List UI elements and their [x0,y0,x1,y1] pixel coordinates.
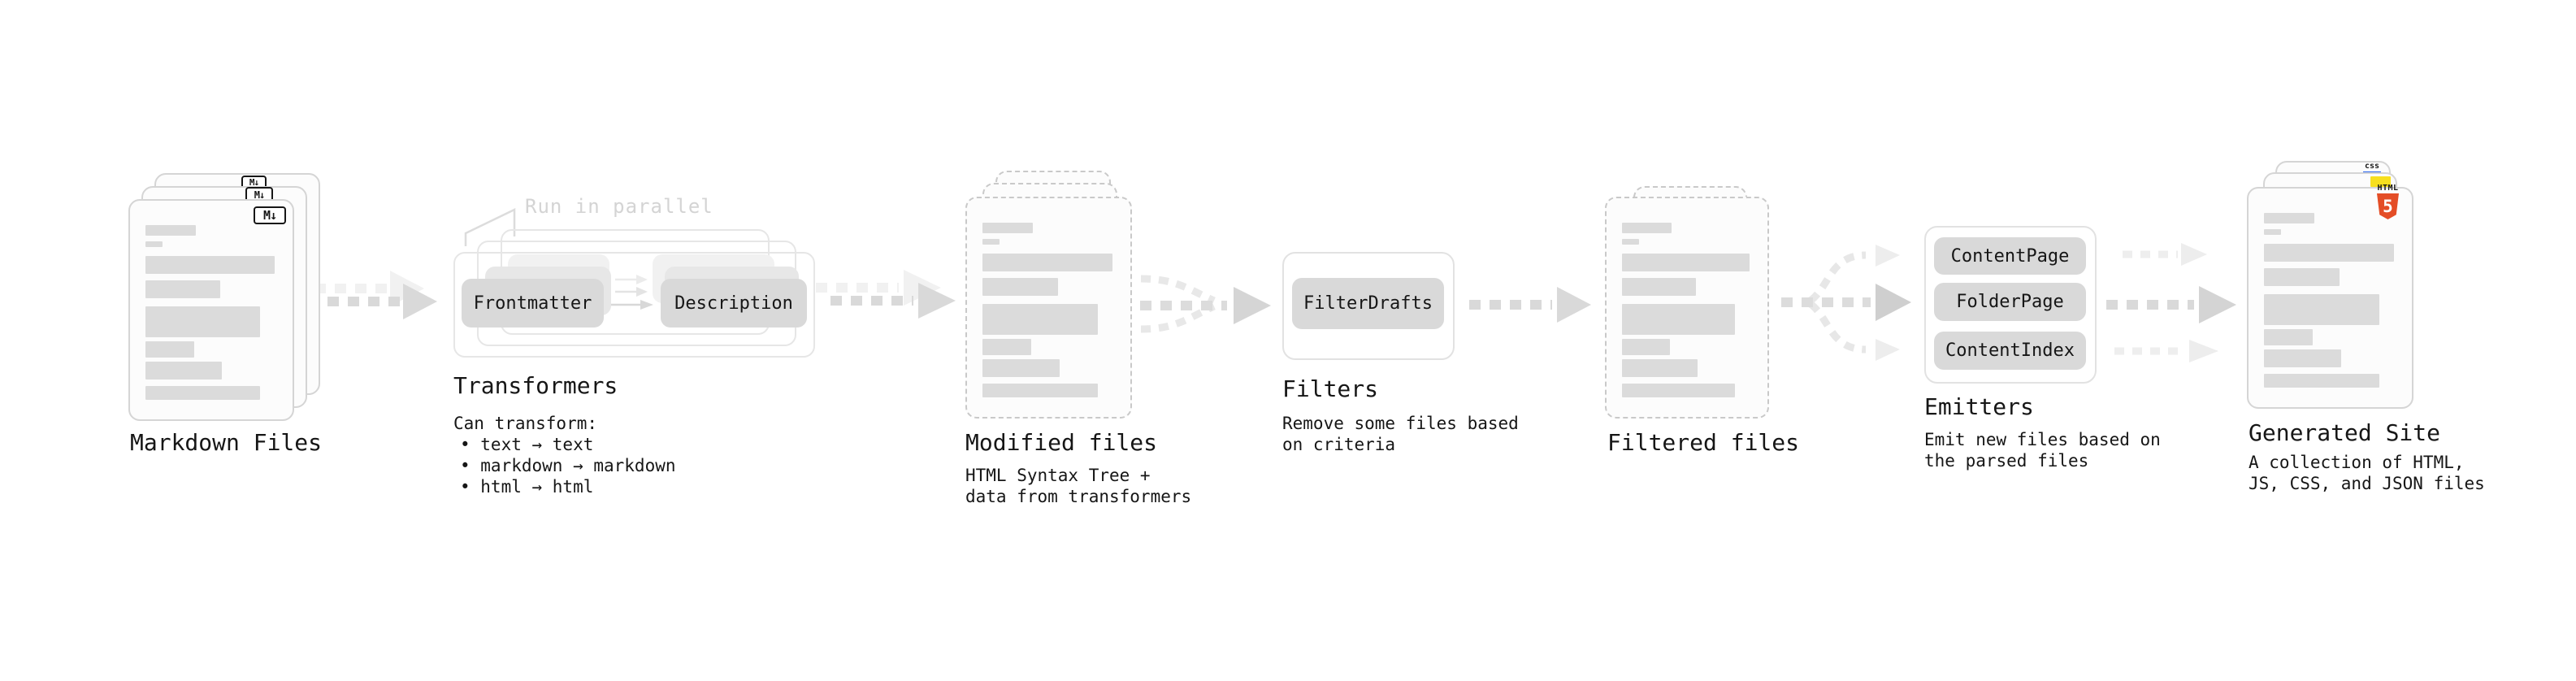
content-line-bar [1622,304,1736,335]
content-line-bar [145,256,275,274]
desc-line: Remove some files based [1282,414,1519,433]
content-line-bar [982,384,1098,397]
document-card [128,199,294,421]
html5-icon: HTML 5 [2377,184,2399,219]
html5-icon-number: 5 [2383,197,2393,216]
content-line-bar [1622,359,1698,377]
content-line-bar [982,239,1000,245]
content-line-bar [1622,239,1639,245]
content-line-bar [145,386,260,400]
desc-line: A collection of HTML, [2249,453,2465,472]
content-line-bar [145,280,221,298]
content-line-bar [982,254,1112,271]
js-icon [2370,176,2391,187]
desc-line: • html → html [460,477,594,497]
content-line-bar [2264,229,2282,235]
stage-label-emitters: Emitters [1924,393,2034,420]
content-line-bar [145,306,260,337]
stage-label-generated-site: Generated Site [2249,419,2441,446]
stage-desc-modified: HTML Syntax Tree + data from transformer… [965,465,1191,507]
content-line-bar [982,339,1032,355]
emitter-box-contentindex: ContentIndex [1934,332,2086,370]
stage-label-markdown-files: Markdown Files [130,429,323,456]
transformer-box-frontmatter: Frontmatter [462,279,604,327]
transformer-stack-outline [453,252,815,358]
note-leader-line [464,208,516,246]
stage-label-filtered-files: Filtered files [1607,429,1800,456]
document-content-lines [982,198,1115,397]
emitter-box-folderpage: FolderPage [1934,283,2086,321]
parallel-arrows-icon [611,275,653,310]
filter-box-filterdrafts: FilterDrafts [1292,278,1444,329]
desc-line: the parsed files [1924,451,2089,471]
arrow-emitters-to-site [2106,243,2236,362]
stage-desc-transformers: Can transform: • text → text • markdown … [453,413,676,497]
stage-desc-emitters: Emit new files based on the parsed files [1924,429,2161,471]
css-icon-label: css [2364,162,2380,171]
html5-icon-label: HTML [2377,184,2399,193]
content-line-bar [2264,329,2314,345]
document-card [965,197,1132,419]
content-line-bar [982,359,1060,377]
content-line-bar [145,341,194,358]
content-line-bar [1622,223,1672,233]
content-line-bar [2264,244,2394,262]
stage-label-modified-files: Modified files [965,429,1158,456]
arrow-modified-to-filters [1140,275,1271,333]
content-line-bar [2264,268,2340,286]
html5-icon-shield: 5 [2377,193,2399,219]
desc-line: Can transform: [453,414,598,433]
content-line-bar [2264,294,2379,325]
markdown-icon: M↓ [254,206,286,224]
stage-label-transformers: Transformers [453,372,618,399]
content-line-bar [1622,278,1697,296]
desc-line: on criteria [1282,435,1396,454]
desc-line: • markdown → markdown [460,456,676,475]
document-content-lines [2264,189,2396,388]
content-line-bar [2264,374,2379,388]
desc-line: Emit new files based on [1924,430,2161,449]
arrow-transformers-to-modified [830,283,956,319]
content-line-bar [145,225,196,236]
content-line-bar [982,304,1098,335]
emitter-box-contentpage: ContentPage [1934,237,2086,275]
document-content-lines [145,201,277,400]
stage-label-filters: Filters [1282,375,1379,402]
content-line-bar [145,362,222,380]
arrow-markdown-to-transformers [307,284,437,319]
content-line-bar [982,278,1058,296]
stage-desc-filters: Remove some files based on criteria [1282,413,1519,455]
document-card [2247,187,2413,409]
desc-line: JS, CSS, and JSON files [2249,474,2485,493]
desc-line: • text → text [460,435,594,454]
desc-line: HTML Syntax Tree + [965,466,1151,485]
content-line-bar [2264,213,2314,223]
content-line-bar [1622,384,1736,397]
stage-desc-site: A collection of HTML, JS, CSS, and JSON … [2249,452,2485,494]
transformer-box-description: Description [661,279,807,327]
content-line-bar [2264,349,2341,367]
document-content-lines [1622,198,1752,397]
document-card [1605,197,1769,419]
run-in-parallel-note: Run in parallel [525,195,713,218]
content-line-bar [982,223,1033,233]
content-line-bar [1622,254,1750,271]
arrow-filtered-to-emitters [1781,245,1911,361]
desc-line: data from transformers [965,487,1192,506]
arrow-filters-to-filtered [1469,287,1591,323]
content-line-bar [1622,339,1671,355]
content-line-bar [145,241,163,247]
